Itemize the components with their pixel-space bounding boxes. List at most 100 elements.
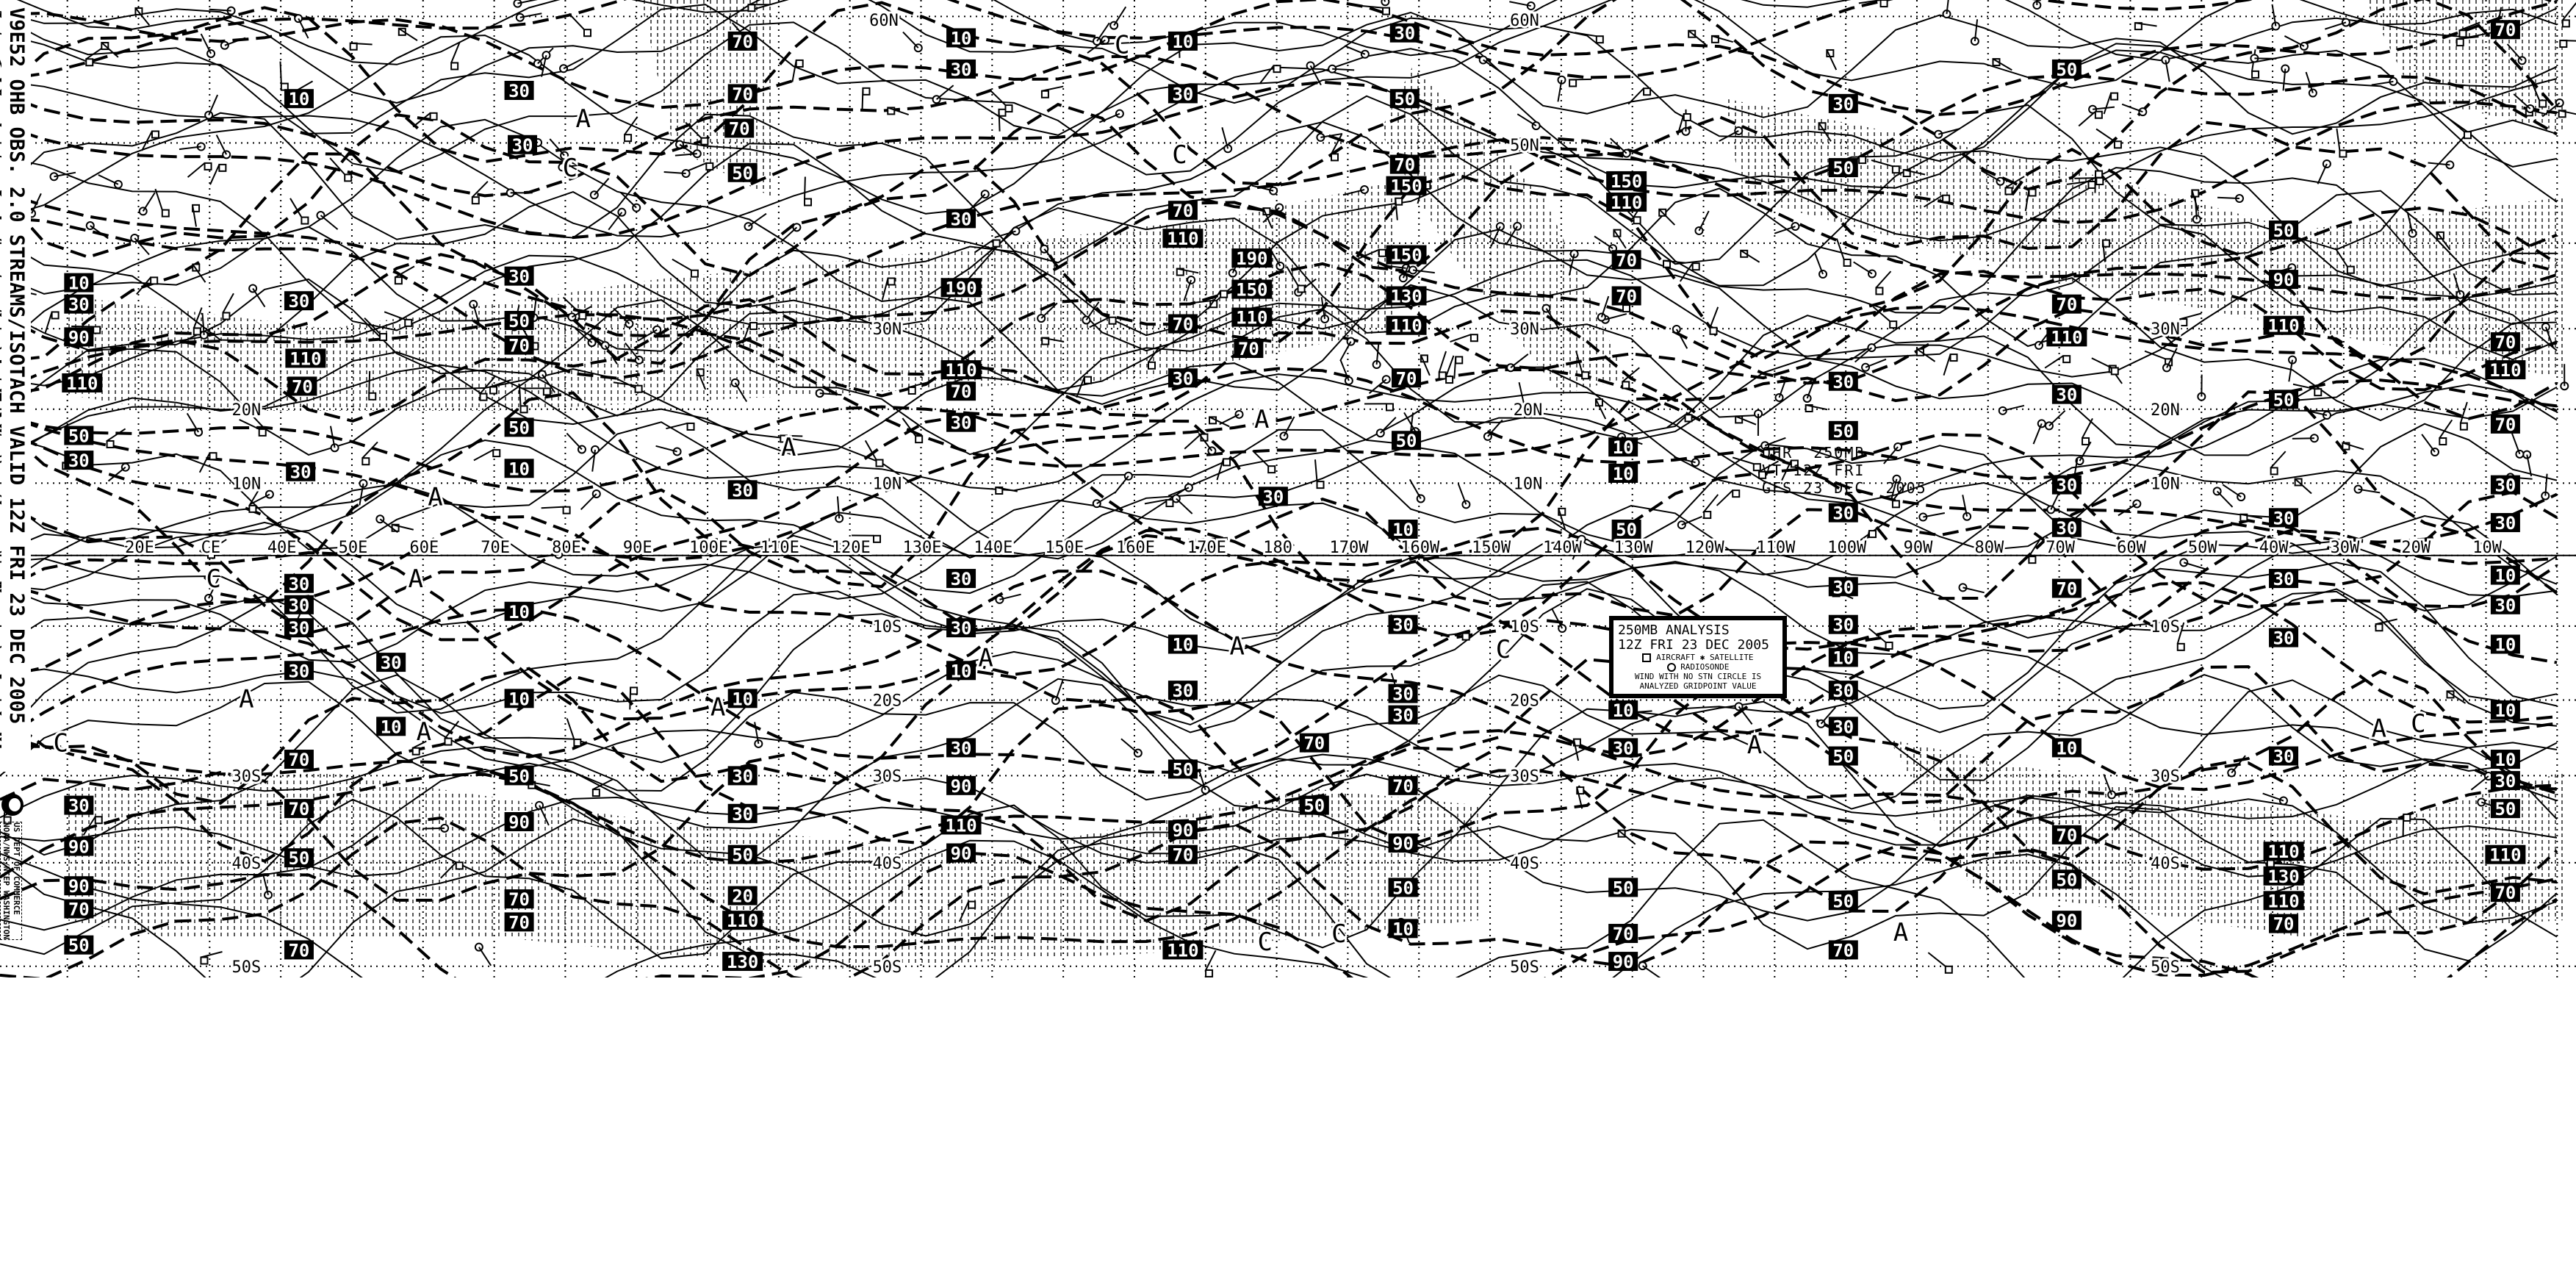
aircraft-square-icon [1642, 653, 1652, 662]
longitude-label: 90W [1904, 539, 1933, 557]
wind-barb-icon [2231, 755, 2246, 774]
isotach-label: 70 [2269, 914, 2299, 935]
isotach-label-box [504, 812, 534, 831]
isotach-label-box [946, 618, 976, 638]
latitude-label: 10S [873, 618, 902, 636]
wind-barb-icon [902, 417, 916, 437]
isotach-label-box [64, 426, 94, 445]
wind-barb-icon [154, 188, 163, 210]
isotach-label-value: 50 [68, 426, 90, 447]
streamline [0, 534, 2558, 726]
aircraft-obs-icon [1949, 354, 1958, 362]
latitude-label: 10S [1510, 618, 1539, 636]
wind-barb-icon [478, 947, 492, 966]
isotach-label-value: 70 [2494, 332, 2516, 353]
isotach-label-value: 30 [951, 738, 972, 758]
wind-barb-icon [685, 121, 702, 139]
wind-barb-icon [619, 192, 637, 209]
aircraft-obs-icon [686, 422, 695, 431]
wind-barb-icon [594, 178, 610, 195]
streamline [0, 358, 2558, 505]
isotach-label: 70 [2490, 883, 2520, 903]
isotach-label: 110 [285, 348, 326, 369]
isotach-label: 90 [2269, 270, 2299, 290]
longitude-label: 10W [2472, 539, 2502, 557]
isotach-label-value: 50 [2056, 60, 2077, 80]
aircraft-obs-icon [301, 216, 309, 225]
wind-barb-icon [1395, 198, 1398, 220]
isotach-label: 70 [946, 381, 976, 402]
aircraft-obs-icon [1758, 470, 1767, 479]
wind-barb-icon [1558, 508, 1566, 530]
isotach-label-box [284, 618, 314, 638]
isotach-label-value: 70 [1303, 733, 1325, 754]
wind-barb-icon [2024, 189, 2030, 212]
isotach-label: 130 [722, 952, 763, 972]
wind-barb-icon [1490, 226, 1501, 247]
isotach-label-value: 30 [1613, 738, 1634, 758]
wind-barb-icon [1903, 169, 1926, 176]
wind-barb-icon [2288, 359, 2294, 382]
aircraft-obs-icon [887, 107, 896, 115]
wind-barb-icon [1892, 483, 1907, 501]
isotach-label-box [727, 803, 758, 823]
isotach-label-box [1388, 519, 1418, 539]
isotach-label-box [2263, 866, 2304, 886]
model-label-line-2: VT 12Z FRI [1762, 462, 1866, 479]
isotach-line [0, 253, 2558, 398]
aircraft-obs-icon [368, 392, 377, 401]
wind-barb-icon [1320, 132, 1343, 138]
aircraft-obs-icon [85, 58, 94, 67]
latitude-label: 10S [2151, 618, 2180, 636]
wind-barb-icon [1309, 65, 1322, 86]
isotach-label-value: 10 [732, 689, 753, 709]
wind-barb-icon [996, 487, 1018, 492]
wind-barb-icon [224, 37, 246, 46]
wind-barb-icon [2032, 423, 2043, 445]
aircraft-obs-icon [2094, 110, 2103, 119]
isotach-label-box [1386, 315, 1427, 335]
isotach-label: 50 [504, 766, 534, 786]
isotach-label: 30 [504, 81, 534, 101]
isotach-label-value: 110 [2051, 327, 2082, 348]
isotach-label: 10 [2051, 738, 2082, 758]
wind-barb-icon [1120, 738, 1139, 754]
isotach-label-box [1608, 878, 1638, 897]
isotach-label-value: 30 [1172, 84, 1193, 104]
isotach-label-box [1608, 952, 1638, 972]
isotach-label-box [2269, 569, 2299, 589]
isotach-line [0, 519, 2558, 742]
isotach-label: 50 [1389, 89, 1420, 110]
isotach-label-value: 30 [2273, 508, 2295, 528]
isotach-label-value: 90 [1392, 833, 1414, 854]
aircraft-obs-icon [248, 504, 257, 513]
wind-barb-icon [608, 212, 623, 231]
wind-barb-icon [1283, 416, 1295, 437]
aircraft-obs-icon [1445, 376, 1454, 384]
longitude-label: 120E [832, 539, 871, 557]
legend-valid-time: 12Z FRI 23 DEC 2005 [1618, 637, 1769, 653]
wind-barb-icon [2336, 128, 2341, 151]
aircraft-obs-icon [206, 550, 215, 559]
longitude-label: 180 [1263, 539, 1292, 557]
latitude-label: 30N [2151, 320, 2180, 339]
isotach-label: 30 [2269, 569, 2299, 589]
wind-barb-icon [2541, 102, 2561, 118]
isotach-label-value: 110 [2267, 891, 2299, 911]
wind-barb-icon [2254, 57, 2277, 60]
isotach-label-box [2490, 799, 2520, 819]
isotach-label: 50 [1299, 795, 1329, 817]
isotach-label-value: 110 [1390, 316, 1422, 337]
latitude-label: 50S [232, 958, 262, 977]
wind-barb-icon [1518, 381, 1525, 404]
wind-barb-icon [568, 12, 585, 30]
aircraft-obs-icon [3, 816, 12, 825]
wind-barb-icon [2262, 792, 2284, 802]
aircraft-obs-icon [2314, 388, 2323, 397]
isotach-label-box [2051, 475, 2082, 495]
isotach-label: 70 [1392, 368, 1422, 389]
wind-barb-icon [1688, 29, 1707, 46]
aircraft-obs-icon [1576, 786, 1585, 795]
isotach-label: 50 [504, 311, 534, 331]
